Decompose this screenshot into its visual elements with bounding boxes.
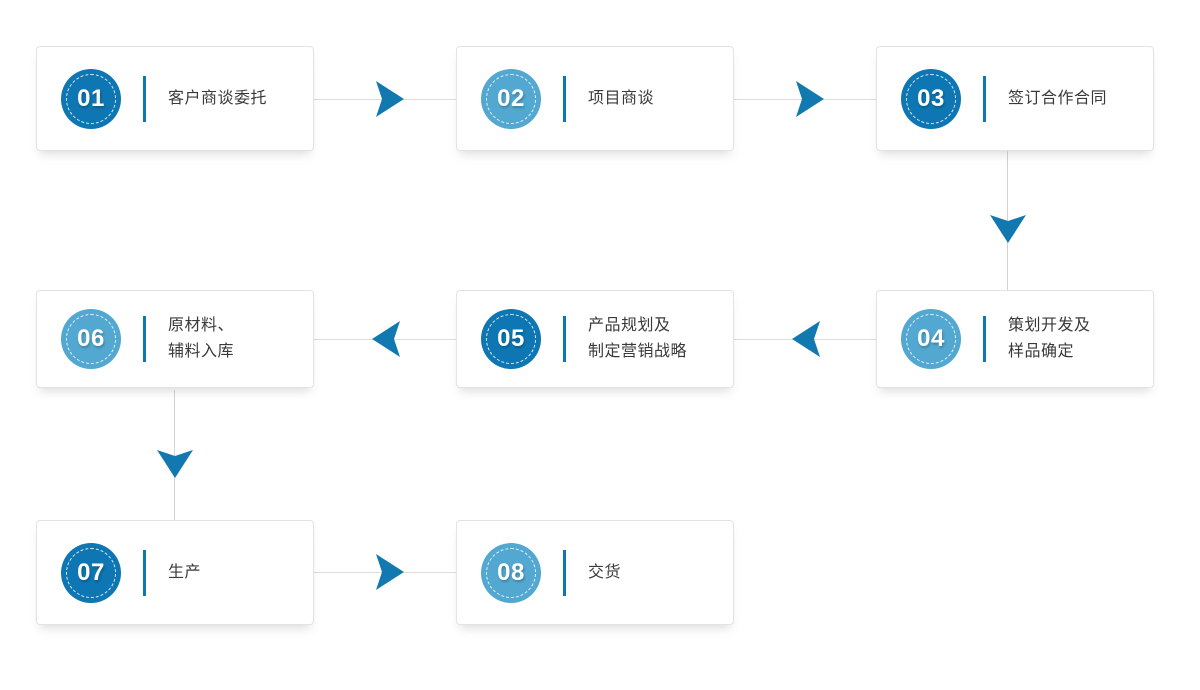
- step-number-06: 06: [77, 325, 105, 352]
- step-divider-06: [143, 316, 146, 362]
- step-label-05: 产品规划及 制定营销战略: [588, 317, 688, 360]
- step-badge-03: 03: [901, 68, 961, 129]
- step-divider-07: [143, 549, 146, 596]
- step-number-01: 01: [77, 84, 105, 112]
- step-number-03: 03: [917, 84, 945, 112]
- step-card-04[interactable]: 04 策划开发及 样品确定: [876, 290, 1154, 388]
- step-label-03: 签订合作合同: [1008, 89, 1108, 107]
- step-divider-01: [143, 75, 146, 122]
- arrow-down-06-to-07: [152, 439, 198, 485]
- step-badge-02: 02: [481, 68, 541, 129]
- step-label-02: 项目商谈: [588, 89, 655, 107]
- step-label-01: 客户商谈委托: [168, 89, 268, 107]
- arrow-right-07-to-08: [365, 549, 411, 595]
- arrow-left-04-to-05: [785, 316, 831, 362]
- step-number-08: 08: [497, 558, 525, 586]
- step-label-04: 策划开发及 样品确定: [1008, 317, 1091, 360]
- step-number-02: 02: [497, 84, 525, 112]
- step-badge-01: 01: [61, 68, 121, 129]
- step-label-06: 原材料、 辅料入库: [168, 317, 235, 360]
- step-divider-08: [563, 549, 566, 596]
- arrow-down-03-to-04: [985, 204, 1031, 250]
- step-card-06[interactable]: 06 原材料、 辅料入库: [36, 290, 314, 388]
- step-card-05[interactable]: 05 产品规划及 制定营销战略: [456, 290, 734, 388]
- step-badge-05: 05: [481, 309, 541, 369]
- step-card-01[interactable]: 01 客户商谈委托: [36, 46, 314, 151]
- step-number-04: 04: [917, 325, 945, 352]
- step-label-07: 生产: [168, 563, 202, 581]
- step-divider-04: [983, 316, 986, 362]
- step-divider-02: [563, 75, 566, 122]
- step-label-08: 交货: [588, 563, 622, 581]
- step-number-05: 05: [497, 325, 525, 352]
- step-card-02[interactable]: 02 项目商谈: [456, 46, 734, 151]
- step-card-03[interactable]: 03 签订合作合同: [876, 46, 1154, 151]
- arrow-right-01-to-02: [365, 76, 411, 122]
- step-badge-07: 07: [61, 542, 121, 603]
- arrow-left-05-to-06: [365, 316, 411, 362]
- step-badge-06: 06: [61, 309, 121, 369]
- step-number-07: 07: [77, 558, 105, 586]
- step-divider-05: [563, 316, 566, 362]
- step-divider-03: [983, 75, 986, 122]
- step-card-07[interactable]: 07 生产: [36, 520, 314, 625]
- step-badge-04: 04: [901, 309, 961, 369]
- step-card-08[interactable]: 08 交货: [456, 520, 734, 625]
- step-badge-08: 08: [481, 542, 541, 603]
- arrow-right-02-to-03: [785, 76, 831, 122]
